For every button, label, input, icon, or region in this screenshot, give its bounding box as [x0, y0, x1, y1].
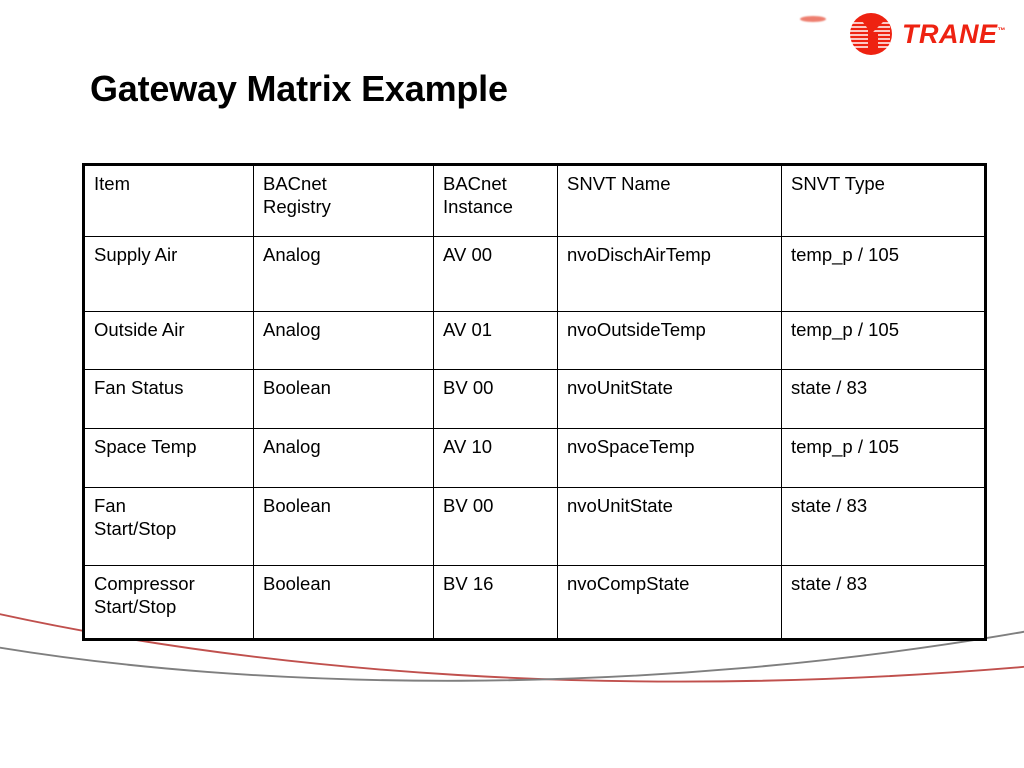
cell-snvt-name: nvoOutsideTemp — [557, 311, 782, 370]
cell-snvt-type: temp_p / 105 — [781, 428, 986, 488]
cell-instance: BV 16 — [433, 565, 558, 640]
cell-registry: Boolean — [253, 565, 434, 640]
cell-snvt-type: state / 83 — [781, 369, 986, 429]
logo-smudge-artifact — [800, 16, 826, 22]
trane-logo: TRANE™ — [848, 12, 1006, 56]
trademark-symbol: ™ — [997, 25, 1006, 35]
cell-snvt-type: state / 83 — [781, 565, 986, 640]
trane-wordmark-text: TRANE — [902, 18, 998, 49]
cell-instance: BV 00 — [433, 487, 558, 566]
header-cell-snvt-name: SNVT Name — [557, 164, 782, 237]
cell-item-line2: Start/Stop — [94, 517, 177, 539]
cell-item-line1: Compressor — [94, 573, 195, 594]
header-registry-line2: Registry — [263, 195, 331, 217]
cell-instance: AV 00 — [433, 236, 558, 312]
cell-item: Outside Air — [83, 311, 254, 370]
page-title: Gateway Matrix Example — [90, 68, 508, 109]
table-row: Space Temp Analog AV 10 nvoSpaceTemp tem… — [83, 428, 986, 488]
header-cell-snvt-type: SNVT Type — [781, 164, 986, 237]
cell-snvt-name: nvoUnitState — [557, 487, 782, 566]
cell-registry: Boolean — [253, 369, 434, 429]
header-instance-line1: BACnet — [443, 173, 507, 194]
cell-item-line2: Start/Stop — [94, 595, 177, 617]
cell-snvt-type: temp_p / 105 — [781, 311, 986, 370]
cell-snvt-type: temp_p / 105 — [781, 236, 986, 312]
header-cell-item: Item — [83, 164, 254, 237]
cell-registry: Boolean — [253, 487, 434, 566]
cell-snvt-name: nvoUnitState — [557, 369, 782, 429]
table-row: Fan Status Boolean BV 00 nvoUnitState st… — [83, 369, 986, 429]
cell-registry: Analog — [253, 236, 434, 312]
header-registry-line1: BACnet — [263, 173, 327, 194]
cell-item: Supply Air — [83, 236, 254, 312]
cell-registry: Analog — [253, 428, 434, 488]
table-row: Supply Air Analog AV 00 nvoDischAirTemp … — [83, 236, 986, 312]
cell-instance: BV 00 — [433, 369, 558, 429]
trane-wordmark: TRANE™ — [902, 18, 1006, 49]
table-row: Outside Air Analog AV 01 nvoOutsideTemp … — [83, 311, 986, 370]
cell-instance: AV 01 — [433, 311, 558, 370]
header-instance-line2: Instance — [443, 195, 513, 217]
cell-item: Fan Status — [83, 369, 254, 429]
cell-snvt-type: state / 83 — [781, 487, 986, 566]
cell-snvt-name: nvoDischAirTemp — [557, 236, 782, 312]
cell-snvt-name: nvoCompState — [557, 565, 782, 640]
cell-instance: AV 10 — [433, 428, 558, 488]
cell-item-line1: Fan — [94, 495, 126, 516]
cell-snvt-name: nvoSpaceTemp — [557, 428, 782, 488]
trane-circle-logo-icon — [848, 12, 894, 56]
cell-item: Space Temp — [83, 428, 254, 488]
cell-registry: Analog — [253, 311, 434, 370]
